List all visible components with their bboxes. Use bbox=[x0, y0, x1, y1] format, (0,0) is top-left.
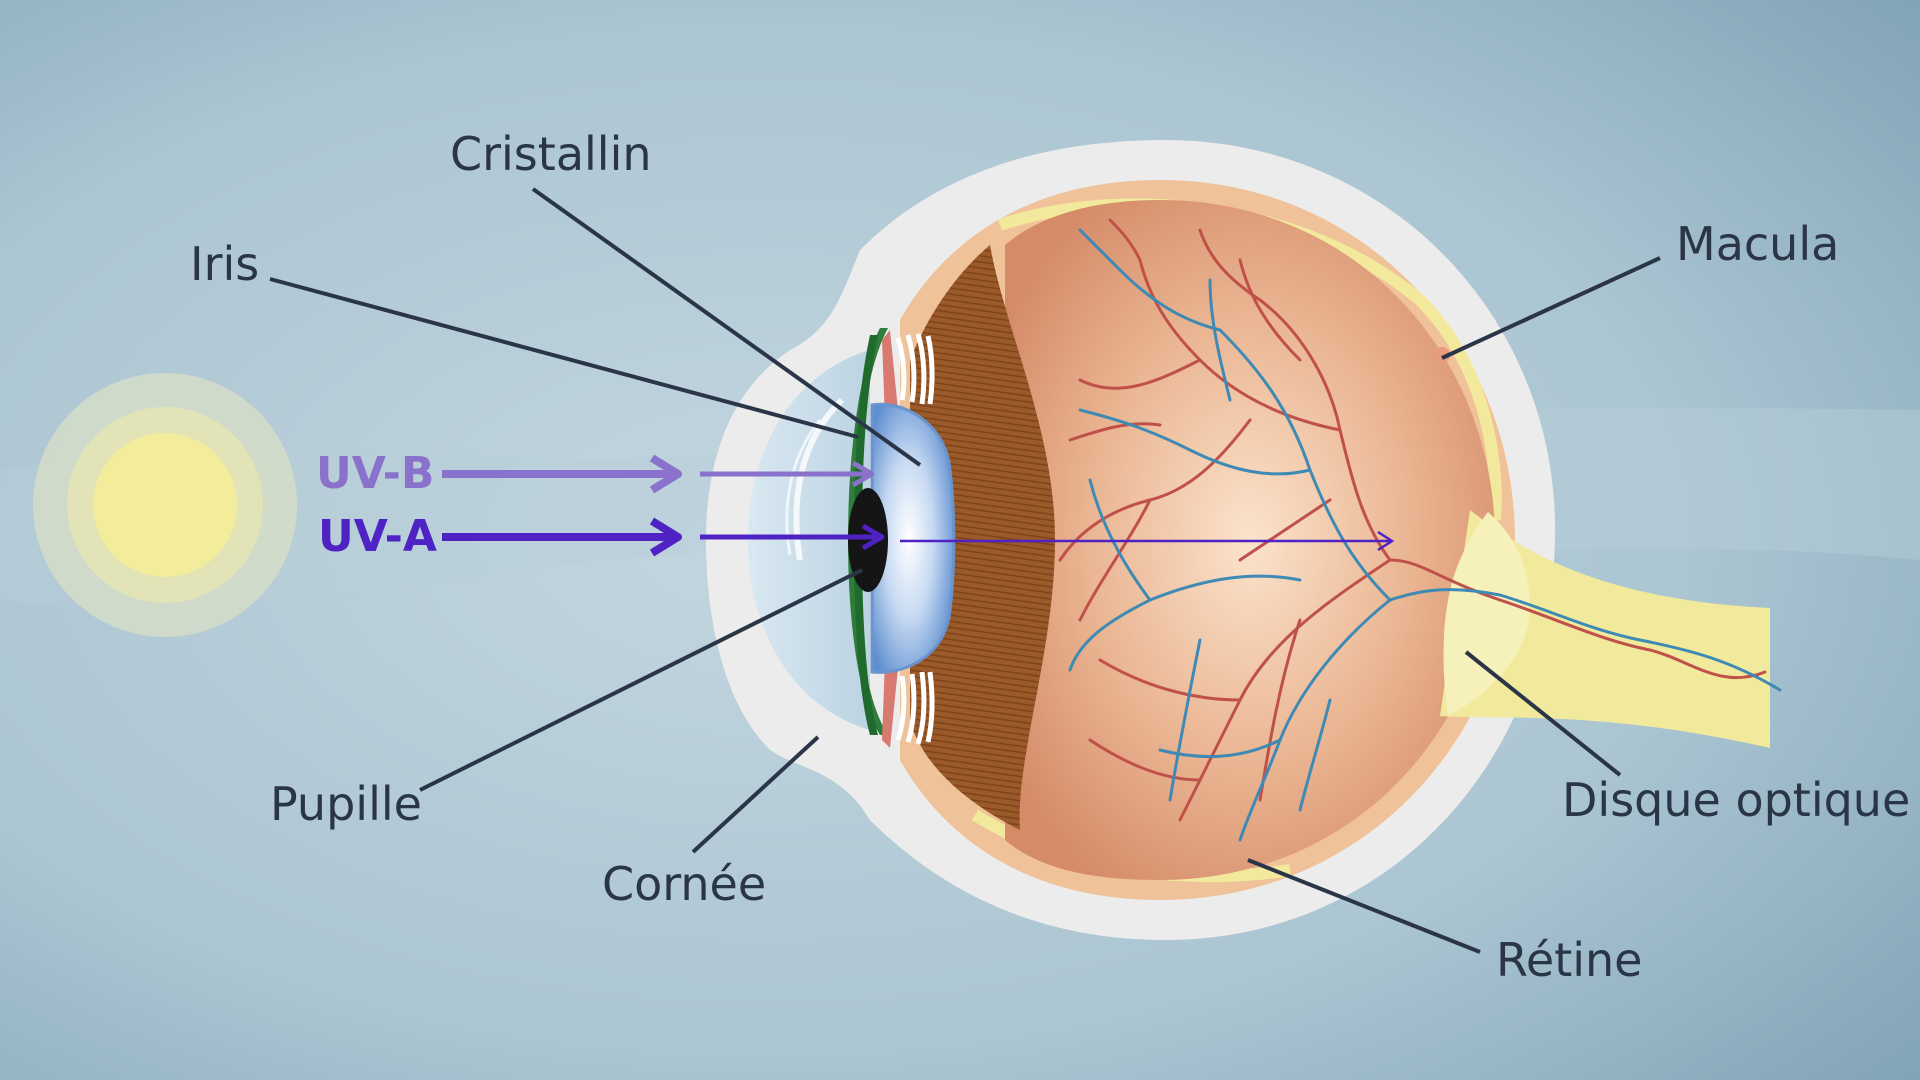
macula-spot bbox=[1434, 347, 1450, 363]
cornea bbox=[748, 350, 870, 730]
label-retine: Rétine bbox=[1496, 933, 1642, 987]
macula-leader bbox=[1441, 256, 1661, 360]
lens bbox=[870, 402, 956, 674]
label-cornee: Cornée bbox=[602, 857, 766, 911]
ciliary-body bbox=[910, 245, 1055, 830]
uv-a-ray bbox=[442, 517, 1395, 557]
disque-optique-leader bbox=[1464, 650, 1622, 777]
blood-vessels-red bbox=[1058, 218, 1767, 822]
label-cristallin: Cristallin bbox=[450, 127, 652, 181]
cristallin-leader bbox=[531, 187, 922, 467]
label-uv-a: UV-A bbox=[318, 511, 437, 562]
retine-leader bbox=[1247, 858, 1481, 954]
zonule-bottom bbox=[895, 671, 935, 745]
label-iris: Iris bbox=[190, 237, 259, 291]
cornee-leader bbox=[691, 735, 820, 854]
sun-icon bbox=[33, 373, 297, 637]
label-pupille: Pupille bbox=[270, 777, 422, 831]
label-disque-optique: Disque optique bbox=[1562, 773, 1910, 827]
pupil bbox=[848, 488, 888, 592]
pupille-leader bbox=[419, 568, 863, 792]
iris-leader bbox=[269, 277, 859, 439]
label-macula: Macula bbox=[1676, 217, 1839, 271]
label-uv-b: UV-B bbox=[316, 448, 434, 499]
uv-b-ray bbox=[442, 454, 875, 494]
optic-disc bbox=[1443, 512, 1530, 716]
zonule-top bbox=[895, 333, 935, 405]
